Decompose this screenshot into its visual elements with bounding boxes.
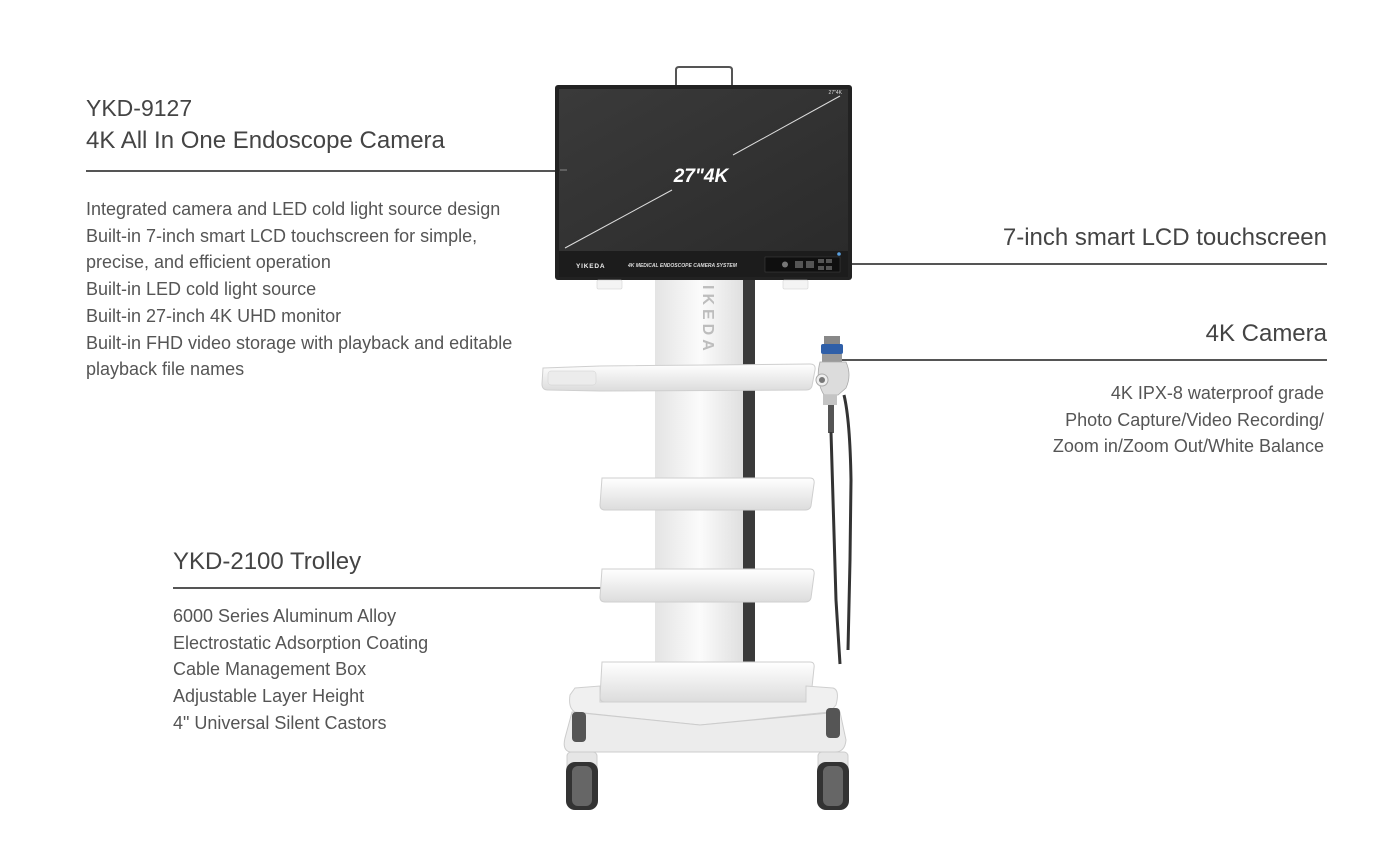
castor-front-right: [817, 751, 849, 810]
shelf-3: [599, 568, 815, 603]
left-spec-block: YKD-9127 4K All In One Endoscope Camera: [86, 92, 556, 158]
feature-item: Integrated camera and LED cold light sou…: [86, 199, 501, 219]
system-label: 4K MEDICAL ENDOSCOPE CAMERA SYSTEM: [627, 263, 738, 269]
product-title: 4K All In One Endoscope Camera: [86, 127, 445, 154]
castor-front-left: [566, 751, 598, 810]
trolley-divider: [173, 587, 669, 589]
camera-cable: [829, 394, 853, 665]
touchscreen-knob: [782, 261, 788, 268]
feature-item: 4K IPX-8 waterproof grade: [1110, 383, 1324, 403]
feature-item: 6000 Series Aluminum Alloy: [173, 606, 397, 626]
camera-divider: [835, 359, 1327, 361]
feature-item: Built-in 27-inch 4K UHD monitor: [86, 305, 342, 326]
monitor-size-label: 27"4K: [673, 166, 730, 187]
camera-feature-list: 4K IPX-8 waterproof grade Photo Capture/…: [944, 380, 1324, 460]
feature-item: Built-in LED cold light source: [86, 279, 317, 300]
monitor-handle: [675, 66, 733, 86]
castor-back-left: [572, 712, 586, 742]
left-feature-list: Integrated camera and LED cold light sou…: [86, 196, 526, 383]
shelf-4: [599, 661, 815, 703]
camera-title: 4K Camera: [1205, 320, 1327, 347]
feature-item: 4" Universal Silent Castors: [173, 712, 387, 733]
model-number: YKD-9127: [86, 95, 193, 121]
trolley-pole: IKEDA: [655, 278, 755, 668]
pole-brand-text: IKEDA: [699, 285, 716, 355]
camera-head: [815, 336, 850, 433]
trolley-feature-list: 6000 Series Aluminum Alloy Electrostatic…: [173, 603, 553, 737]
feature-item: Built-in FHD video storage with playback…: [86, 332, 513, 380]
feature-item: Built-in 7-inch smart LCD touchscreen fo…: [86, 225, 478, 273]
feature-item: Cable Management Box: [173, 659, 367, 680]
monitor: 27"4K 27"4K YIKEDA 4K MEDICAL ENDOSCOPE …: [555, 85, 852, 280]
indicator-light: [837, 252, 841, 256]
feature-item: Zoom in/Zoom Out/White Balance: [1052, 436, 1324, 457]
shelf-2: [599, 477, 815, 511]
monitor-corner-label: 27"4K: [829, 90, 843, 96]
touchscreen-divider: [838, 263, 1327, 265]
trolley-title: YKD-2100 Trolley: [173, 548, 362, 575]
touchscreen-title: 7-inch smart LCD touchscreen: [1002, 224, 1327, 251]
top-shelf: [541, 363, 816, 392]
castor-back-right: [826, 708, 840, 738]
feature-item: Adjustable Layer Height: [173, 686, 365, 707]
left-divider: [86, 170, 568, 172]
trolley-base: [563, 685, 847, 753]
brand-logo-text: YIKEDA: [576, 263, 605, 270]
feature-item: Photo Capture/Video Recording/: [1065, 409, 1324, 430]
feature-item: Electrostatic Adsorption Coating: [173, 632, 429, 653]
